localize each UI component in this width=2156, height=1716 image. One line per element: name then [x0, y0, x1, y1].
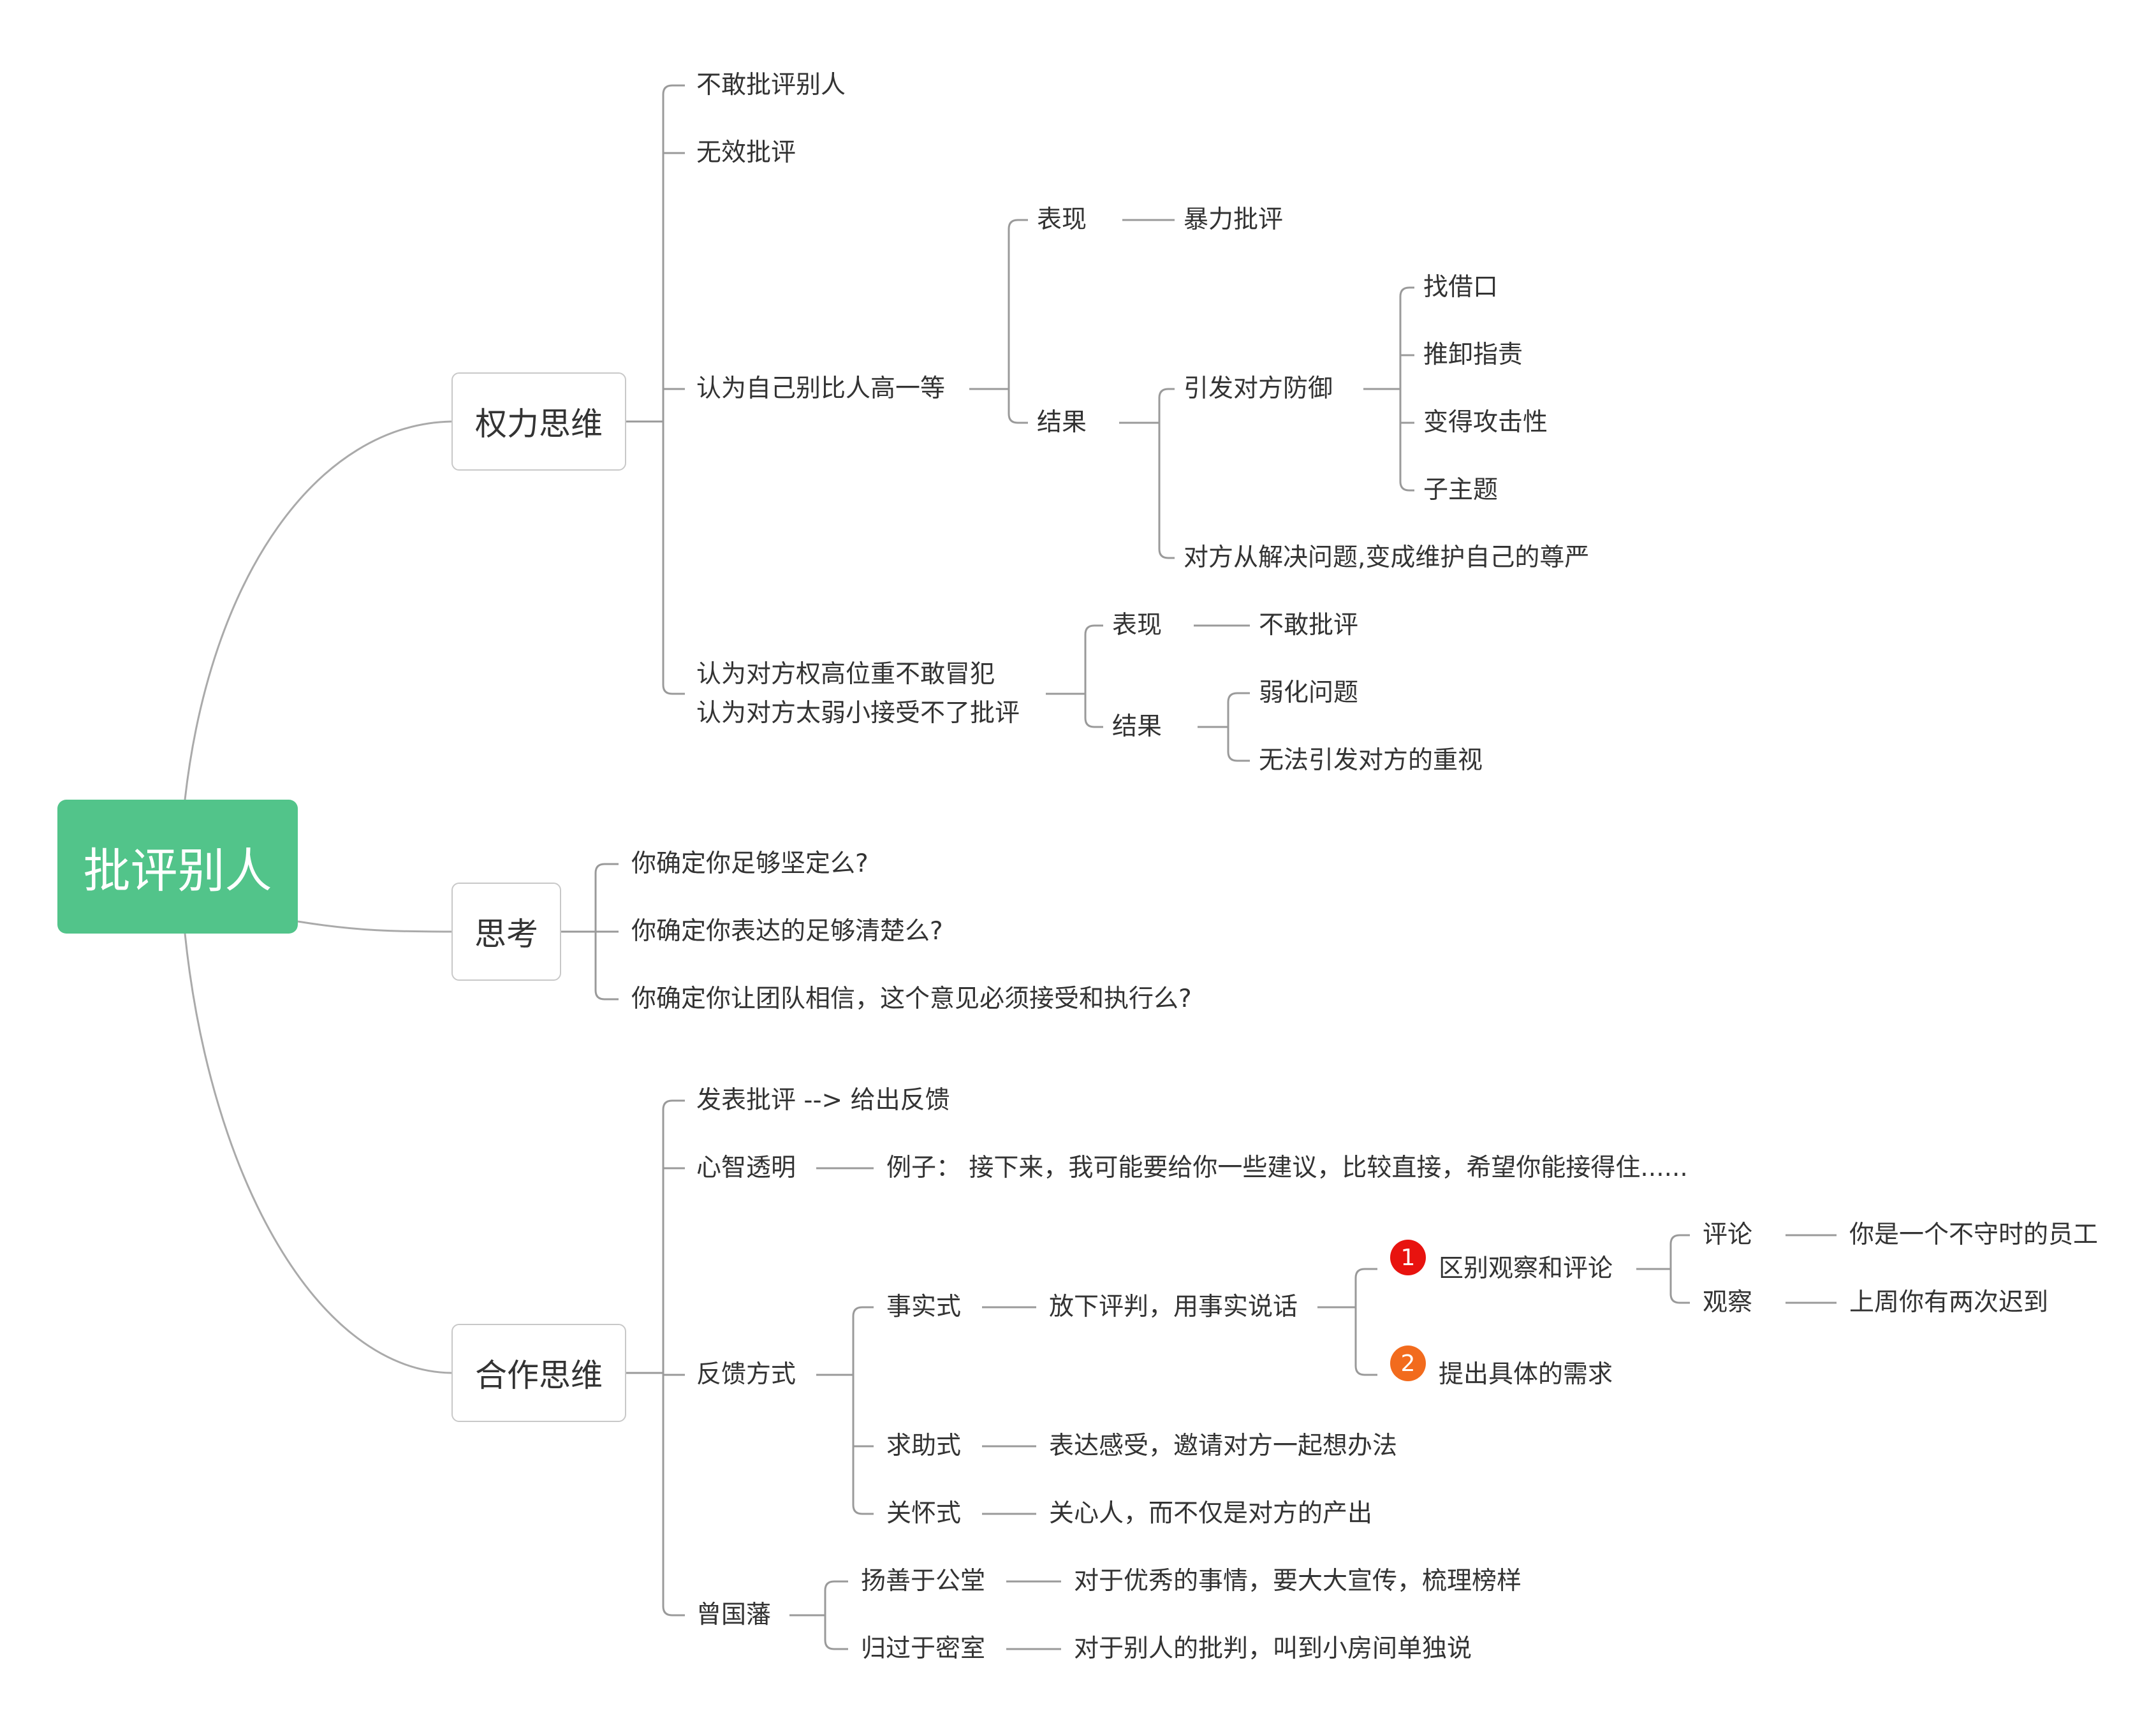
- topic-no-attention[interactable]: 无法引发对方的重视: [1259, 746, 1483, 775]
- link-coop-bottom: [662, 1373, 685, 1617]
- link-judgment-bottom: [1354, 1307, 1377, 1376]
- topic-caring[interactable]: 关怀式: [886, 1499, 962, 1528]
- topic-drop-judgment[interactable]: 放下评判，用事实说话: [1049, 1293, 1298, 1321]
- topic-fact-based[interactable]: 事实式: [886, 1293, 962, 1321]
- link-judgment-top: [1354, 1268, 1377, 1307]
- link-reflection-top: [594, 863, 619, 932]
- topic-fear-or-pity[interactable]: 认为对方权高位重不敢冒犯 认为对方太弱小接受不了批评: [696, 660, 1020, 728]
- link-zeng-bottom: [824, 1615, 848, 1650]
- topic-mental-transparency[interactable]: 心智透明: [696, 1154, 796, 1182]
- priority-1-icon: 1: [1390, 1240, 1426, 1275]
- topic-talk-privately[interactable]: 对于别人的批判，叫到小房间单独说: [1074, 1634, 1472, 1663]
- topic-behavior[interactable]: 表现: [1037, 205, 1087, 234]
- topic-express-feelings[interactable]: 表达感受，邀请对方一起想办法: [1049, 1432, 1398, 1460]
- topic-example[interactable]: 例子： 接下来，我可能要给你一些建议，比较直接，希望你能接得住......: [886, 1154, 1688, 1182]
- link-observe-bottom: [1669, 1269, 1690, 1304]
- link-feedback-bottom: [852, 1375, 874, 1515]
- link-zeng-top: [824, 1580, 848, 1615]
- link-fear-top: [1084, 624, 1103, 694]
- topic-behavior-2[interactable]: 表现: [1112, 611, 1162, 640]
- topic-team-believes[interactable]: 你确定你让团队相信，这个意见必须接受和执行么?: [631, 985, 1192, 1013]
- topic-late-twice[interactable]: 上周你有两次迟到: [1849, 1288, 2049, 1317]
- topic-shift-blame[interactable]: 推卸指责: [1423, 341, 1523, 369]
- link-result-bottom: [1158, 423, 1175, 559]
- link-result-2-bottom: [1227, 727, 1250, 762]
- root-topic[interactable]: 批评别人: [57, 800, 298, 934]
- branch-reflection[interactable]: 思考: [451, 883, 561, 981]
- topic-weaken-problem[interactable]: 弱化问题: [1259, 678, 1359, 707]
- link-defense-bottom: [1399, 389, 1414, 492]
- link-root-reflection: [297, 920, 452, 933]
- branch-power-thinking[interactable]: 权力思维: [451, 372, 626, 471]
- link-fear-bottom: [1084, 694, 1103, 728]
- topic-promote-excellence[interactable]: 对于优秀的事情，要大大宣传，梳理榜样: [1074, 1567, 1522, 1595]
- topic-ineffective-criticism[interactable]: 无效批评: [696, 138, 796, 167]
- link-root-power: [184, 420, 452, 800]
- link-feel-superior-top: [1008, 219, 1028, 389]
- topic-violent-criticism[interactable]: 暴力批评: [1184, 205, 1284, 234]
- topic-comment[interactable]: 评论: [1703, 1221, 1753, 1249]
- link-coop-top: [662, 1099, 685, 1373]
- topic-result[interactable]: 结果: [1037, 408, 1087, 437]
- link-root-cooperation: [184, 933, 452, 1374]
- topic-praise-in-public[interactable]: 扬善于公堂: [861, 1567, 986, 1595]
- topic-feedback-methods[interactable]: 反馈方式: [696, 1360, 796, 1389]
- priority-2-icon: 2: [1390, 1346, 1426, 1381]
- topic-blame-in-private[interactable]: 归过于密室: [861, 1634, 986, 1663]
- topic-defend-dignity[interactable]: 对方从解决问题,变成维护自己的尊严: [1184, 543, 1590, 572]
- topic-ask-for-help[interactable]: 求助式: [886, 1432, 962, 1460]
- topic-observe-vs-comment[interactable]: 区别观察和评论: [1439, 1254, 1613, 1283]
- topic-subtopic[interactable]: 子主题: [1423, 476, 1499, 504]
- topic-unpunctual-employee[interactable]: 你是一个不守时的员工: [1849, 1221, 2099, 1249]
- link-observe-top: [1669, 1234, 1690, 1269]
- link-feedback-top: [852, 1306, 874, 1375]
- topic-trigger-defense[interactable]: 引发对方防御: [1184, 374, 1333, 403]
- topic-dare-not-criticize-2[interactable]: 不敢批评: [1259, 611, 1359, 640]
- topic-clear-enough[interactable]: 你确定你表达的足够清楚么?: [631, 917, 943, 946]
- link-feel-superior-bottom: [1008, 389, 1028, 424]
- topic-feel-superior[interactable]: 认为自己别比人高一等: [696, 374, 946, 403]
- topic-specific-needs[interactable]: 提出具体的需求: [1439, 1360, 1613, 1389]
- topic-criticism-to-feedback[interactable]: 发表批评 --> 给出反馈: [696, 1086, 950, 1115]
- link-power-top: [662, 84, 685, 422]
- topic-dare-not-criticize[interactable]: 不敢批评别人: [696, 71, 846, 99]
- topic-care-about-people[interactable]: 关心人，而不仅是对方的产出: [1049, 1499, 1373, 1528]
- topic-observation[interactable]: 观察: [1703, 1288, 1753, 1317]
- branch-cooperation-thinking[interactable]: 合作思维: [451, 1324, 626, 1422]
- link-result-top: [1158, 388, 1175, 423]
- link-defense-top: [1399, 286, 1414, 389]
- topic-firm-enough[interactable]: 你确定你足够坚定么?: [631, 849, 869, 878]
- link-reflection-bottom: [594, 932, 619, 1001]
- link-result-2-top: [1227, 692, 1250, 727]
- topic-become-aggressive[interactable]: 变得攻击性: [1423, 408, 1548, 437]
- topic-find-excuses[interactable]: 找借口: [1423, 273, 1499, 302]
- topic-result-2[interactable]: 结果: [1112, 712, 1162, 741]
- link-power-bottom: [662, 422, 685, 695]
- topic-zeng-guofan[interactable]: 曾国藩: [696, 1601, 772, 1629]
